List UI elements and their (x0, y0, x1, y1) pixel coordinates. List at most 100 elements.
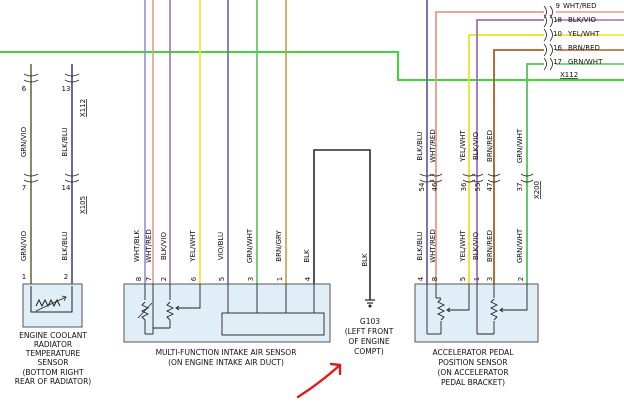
wire-color-label: BLK/VIO (472, 132, 480, 161)
pin-label: 4 (417, 276, 425, 281)
wire-color-label: GRN/VIO (20, 230, 28, 261)
wire-blk (313, 149, 371, 300)
pin-label: 46 (431, 182, 439, 191)
component-label: MULTI-FUNCTION INTAKE AIR SENSOR (156, 348, 297, 357)
component-label: SENSOR (38, 358, 69, 367)
pin-label: 14 (62, 184, 71, 192)
pin-label: 2 (517, 277, 525, 281)
component-label: (ON ENGINE INTAKE AIR DUCT) (168, 358, 284, 367)
connector-mark (487, 173, 501, 183)
connector-label: X112 (560, 71, 578, 79)
wire-color-label: WHT/RED (429, 229, 437, 263)
wire-color-label: BLK (361, 253, 369, 267)
connector-mark (543, 57, 553, 71)
connector-mark (462, 173, 476, 183)
connector-label: X112 (79, 99, 87, 117)
app-sensor: ACCELERATOR PEDAL POSITION SENSOR (ON AC… (414, 283, 539, 387)
component-label: ACCELERATOR PEDAL (433, 348, 515, 357)
pin-label: 7 (22, 184, 26, 192)
ground-g103: BLK G103 (LEFT FRONT OF ENGINE COMPT) (345, 253, 394, 356)
component-label: (BOTTOM RIGHT (22, 368, 84, 377)
ground-label: OF ENGINE (348, 337, 390, 346)
connector-mark (64, 73, 80, 83)
pin-label: 18 (553, 16, 562, 24)
connector-mark (471, 173, 484, 183)
ground-label: COMPT) (354, 347, 384, 356)
pin-label: 54 (418, 182, 426, 191)
pin-label: 3 (247, 277, 255, 281)
wire-brn-red (493, 49, 544, 290)
pin-label: 1 (473, 277, 481, 281)
maf-wiring: WHT/BLK WHT/RED BLK/VIO YEL/WHT VIO/BLU … (133, 0, 371, 300)
wire-color-label: BLK/VIO (568, 16, 597, 24)
pin-label: 55 (474, 183, 482, 192)
connector-mark (543, 43, 553, 57)
pin-label: 2 (64, 273, 68, 281)
wire-color-label: BLK/VIO (160, 232, 168, 261)
connector-mark (543, 5, 553, 19)
wire-color-label: BLK/BLU (416, 231, 424, 260)
connector-mark (64, 173, 80, 183)
wire-color-label: BLK/BLU (61, 231, 69, 260)
connector-mark (520, 173, 534, 183)
wire-color-label: YEL/WHT (459, 130, 467, 163)
component-label: POSITION SENSOR (438, 358, 507, 367)
wire-color-label: BLK/BLU (61, 127, 69, 156)
wire-color-label: YEL/WHT (459, 230, 467, 263)
component-label: (ON ACCELERATOR (437, 368, 508, 377)
coolant-sensor: ENGINE COOLANT RADIATOR TEMPERATURE SENS… (15, 283, 92, 386)
green-bus-line (0, 51, 624, 81)
connector-mark (429, 173, 443, 183)
wire-color-label: YEL/WHT (567, 30, 600, 38)
wire-yel-wht (468, 34, 544, 290)
wire-color-label: BLK (303, 249, 311, 263)
pin-label: 9 (556, 2, 560, 10)
pin-label: 16 (553, 44, 562, 52)
maf-sensor: MULTI-FUNCTION INTAKE AIR SENSOR (ON ENG… (123, 283, 331, 367)
wire-color-label: WHT/RED (429, 129, 437, 163)
annotation-arrow (296, 362, 342, 399)
wire-color-label: GRN/WHT (568, 58, 603, 66)
pin-label: 17 (553, 58, 562, 66)
pin-label: 10 (553, 30, 562, 38)
wire-color-label: WHT/RED (563, 2, 597, 10)
wire-color-label: GRN/WHT (516, 128, 524, 163)
pin-label: 2 (160, 277, 168, 281)
pin-label: 5 (218, 277, 226, 281)
pin-label: 36 (460, 182, 468, 191)
wire-color-label: GRN/WHT (516, 228, 524, 263)
wire-color-label: BRN/RED (568, 44, 600, 52)
connector-mark (23, 73, 39, 83)
component-label: REAR OF RADIATOR) (15, 377, 92, 386)
pin-label: 1 (22, 273, 26, 281)
connector-label: X200 (533, 181, 541, 199)
wire-grn-wht (526, 63, 544, 290)
wire-color-label: YEL/WHT (189, 230, 197, 263)
pin-label: 47 (486, 183, 494, 192)
wire-color-label: GRN/VIO (20, 126, 28, 157)
pin-label: 8 (431, 277, 439, 281)
wire-color-label: BRN/GRY (275, 230, 283, 262)
component-label: PEDAL BRACKET) (441, 378, 505, 387)
wire-color-label: VIO/BLU (217, 232, 225, 260)
pin-label: 13 (62, 85, 71, 93)
component-label: ENGINE COOLANT (19, 331, 87, 340)
wire-wht-red (435, 11, 544, 290)
pin-label: 1 (276, 277, 284, 281)
ground-label: G103 (360, 317, 380, 326)
pin-label: 6 (22, 85, 27, 93)
coolant-wiring: 6 13 X112 GRN/VIO BLK/BLU 7 14 X105 GRN/… (20, 64, 87, 290)
connector-mark (23, 173, 39, 183)
pin-label: 37 (516, 183, 524, 192)
component-label: RADIATOR (34, 340, 72, 349)
connector-label: X105 (79, 196, 87, 214)
component-label: TEMPERATURE (25, 349, 81, 358)
pin-label: 5 (459, 277, 467, 281)
wire-blk-vio (476, 19, 544, 290)
connector-mark (419, 173, 435, 183)
pin-label: 3 (486, 277, 494, 281)
connector-mark (543, 14, 553, 28)
connector-mark (543, 28, 553, 42)
